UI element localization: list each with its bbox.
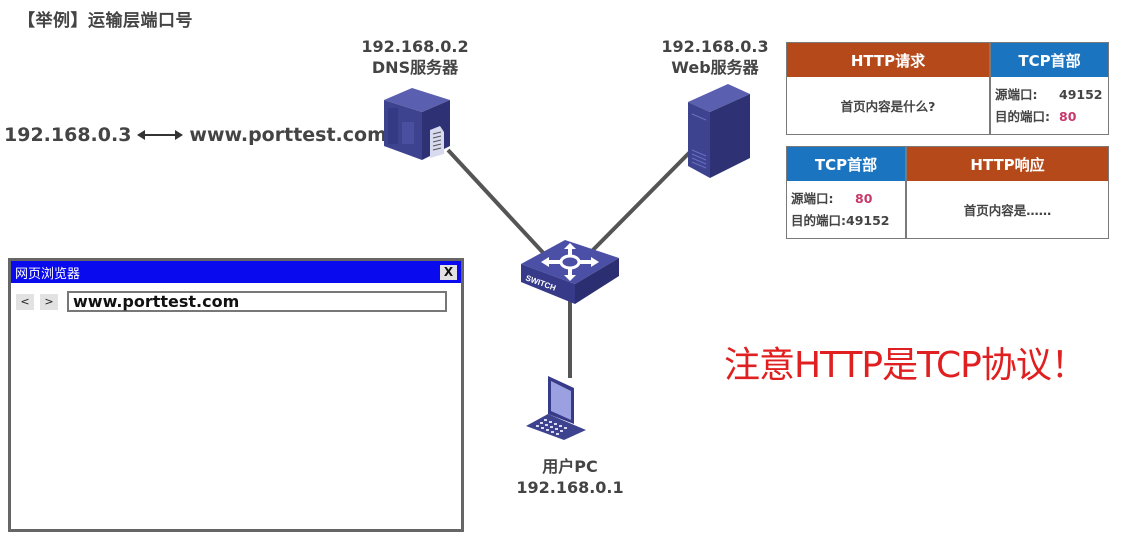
user-pc-label: 用户PC 192.168.0.1 — [505, 456, 635, 498]
http-response-packet: TCP首部 源端口: 80 目的端口: 49152 HTTP响应 首页内容是…… — [786, 146, 1109, 239]
http-request-packet: HTTP请求 首页内容是什么? TCP首部 源端口: 49152 目的端口: 8… — [786, 42, 1109, 135]
dns-mapping: 192.168.0.3 www.porttest.com — [4, 124, 387, 146]
close-button[interactable]: X — [440, 264, 457, 280]
dst-port-value: 80 — [1059, 108, 1077, 124]
dns-server-icon[interactable] — [378, 82, 458, 162]
url-input[interactable]: www.porttest.com — [67, 291, 447, 312]
tcp-header-response: TCP首部 — [787, 147, 905, 181]
browser-title: 网页浏览器 — [15, 266, 81, 282]
web-server-icon[interactable] — [684, 80, 754, 180]
browser-window: 网页浏览器 X < > www.porttest.com — [8, 258, 464, 532]
browser-navbar: < > www.porttest.com — [11, 291, 461, 312]
forward-button[interactable]: > — [40, 293, 58, 310]
link-web-switch — [586, 148, 694, 257]
browser-titlebar: 网页浏览器 X — [11, 261, 461, 283]
http-request-header: HTTP请求 — [787, 43, 989, 77]
mapping-domain: www.porttest.com — [189, 124, 387, 146]
http-response-header: HTTP响应 — [907, 147, 1108, 181]
dns-server-ip: 192.168.0.2 — [361, 37, 469, 56]
src-port-value: 49152 — [1059, 86, 1103, 102]
dst-port-label: 目的端口: — [995, 108, 1050, 124]
user-pc-ip: 192.168.0.1 — [516, 478, 624, 497]
tcp-response-ports: 源端口: 80 目的端口: 49152 — [787, 181, 905, 238]
mapping-ip: 192.168.0.3 — [4, 124, 132, 146]
laptop-icon[interactable] — [526, 374, 590, 440]
slide-title: 【举例】运输层端口号 — [18, 11, 193, 31]
web-server-name: Web服务器 — [671, 58, 759, 77]
src-port-label: 源端口: — [995, 86, 1038, 102]
tcp-header-request: TCP首部 — [991, 43, 1108, 77]
tcp-note: 注意HTTP是TCP协议！ — [724, 345, 1087, 386]
link-dns-switch — [446, 148, 550, 260]
web-server-label: 192.168.0.3 Web服务器 — [660, 36, 770, 78]
back-button[interactable]: < — [16, 293, 34, 310]
web-server-ip: 192.168.0.3 — [661, 37, 769, 56]
dns-server-label: 192.168.0.2 DNS服务器 — [360, 36, 470, 78]
src-port-value: 80 — [855, 190, 873, 206]
tcp-request-ports: 源端口: 49152 目的端口: 80 — [991, 77, 1108, 134]
double-arrow-icon — [137, 130, 184, 140]
http-request-body: 首页内容是什么? — [840, 99, 936, 114]
src-port-label: 源端口: — [791, 190, 834, 206]
user-pc-name: 用户PC — [542, 457, 598, 476]
dst-port-label: 目的端口: — [791, 212, 846, 228]
dst-port-value: 49152 — [846, 212, 890, 228]
switch-icon[interactable]: SWITCH — [519, 236, 621, 308]
http-response-body: 首页内容是…… — [963, 203, 1052, 218]
dns-server-name: DNS服务器 — [371, 58, 459, 77]
